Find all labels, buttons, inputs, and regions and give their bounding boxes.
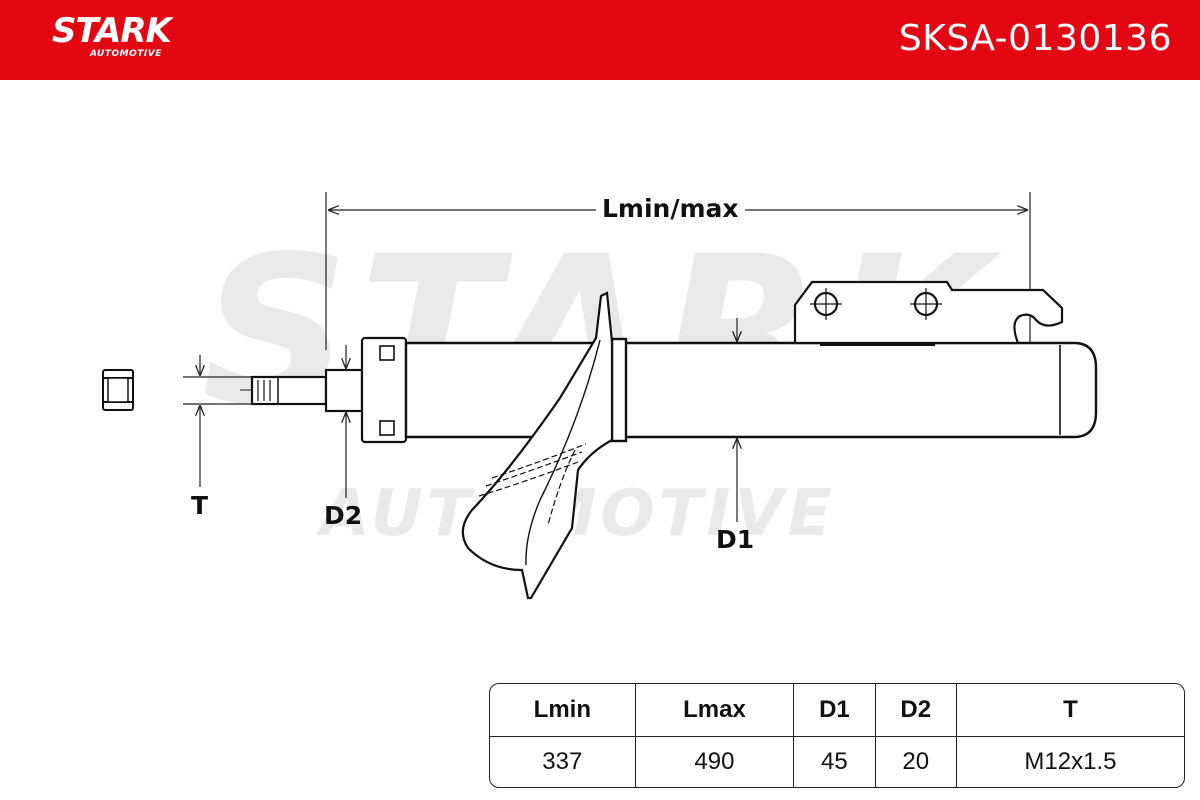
spec-value-d2: 20 [876,737,957,787]
thread-dimension [183,355,262,487]
spec-header-t: T [956,684,1184,737]
spec-header-lmax: Lmax [635,684,795,737]
spec-header-d2: D2 [875,684,957,737]
mounting-bracket [793,280,1064,345]
brand-header: STARK AUTOMOTIVE ® SKSA-0130136 [0,0,1200,80]
body-diameter-label: D1 [716,525,755,554]
logo-subtitle: AUTOMOTIVE [90,49,162,59]
shock-body [404,337,1098,443]
spec-header-row: Lmin Lmax D1 D2 T [490,684,1184,737]
piston-rod [250,368,364,413]
bracket-hole-crosshairs [810,288,942,320]
spec-value-t: M12x1.5 [1024,748,1117,775]
specification-table: Lmin Lmax D1 D2 T 337 490 45 20 M12x1.5 [489,683,1185,788]
stark-logo: STARK AUTOMOTIVE [52,11,172,59]
spec-value-lmax: 490 [636,737,795,787]
rod-diameter-label: D2 [324,501,363,530]
nut-icon [102,369,134,411]
spec-value-row: 337 490 45 20 M12x1.5 [490,737,1184,787]
spec-header-d1: D1 [794,684,876,737]
spring-seat [461,291,614,600]
part-number: SKSA-0130136 [898,18,1172,59]
spec-header-lmin: Lmin [490,684,636,737]
length-label: Lmin/max [596,195,745,223]
spec-value-d1: 45 [794,737,876,787]
top-cap [360,336,408,444]
logo-registered-mark: ® [152,22,159,32]
spec-value-lmin: 337 [490,737,636,787]
thread-label: T [191,491,209,520]
logo-wordmark: STARK [52,11,172,51]
